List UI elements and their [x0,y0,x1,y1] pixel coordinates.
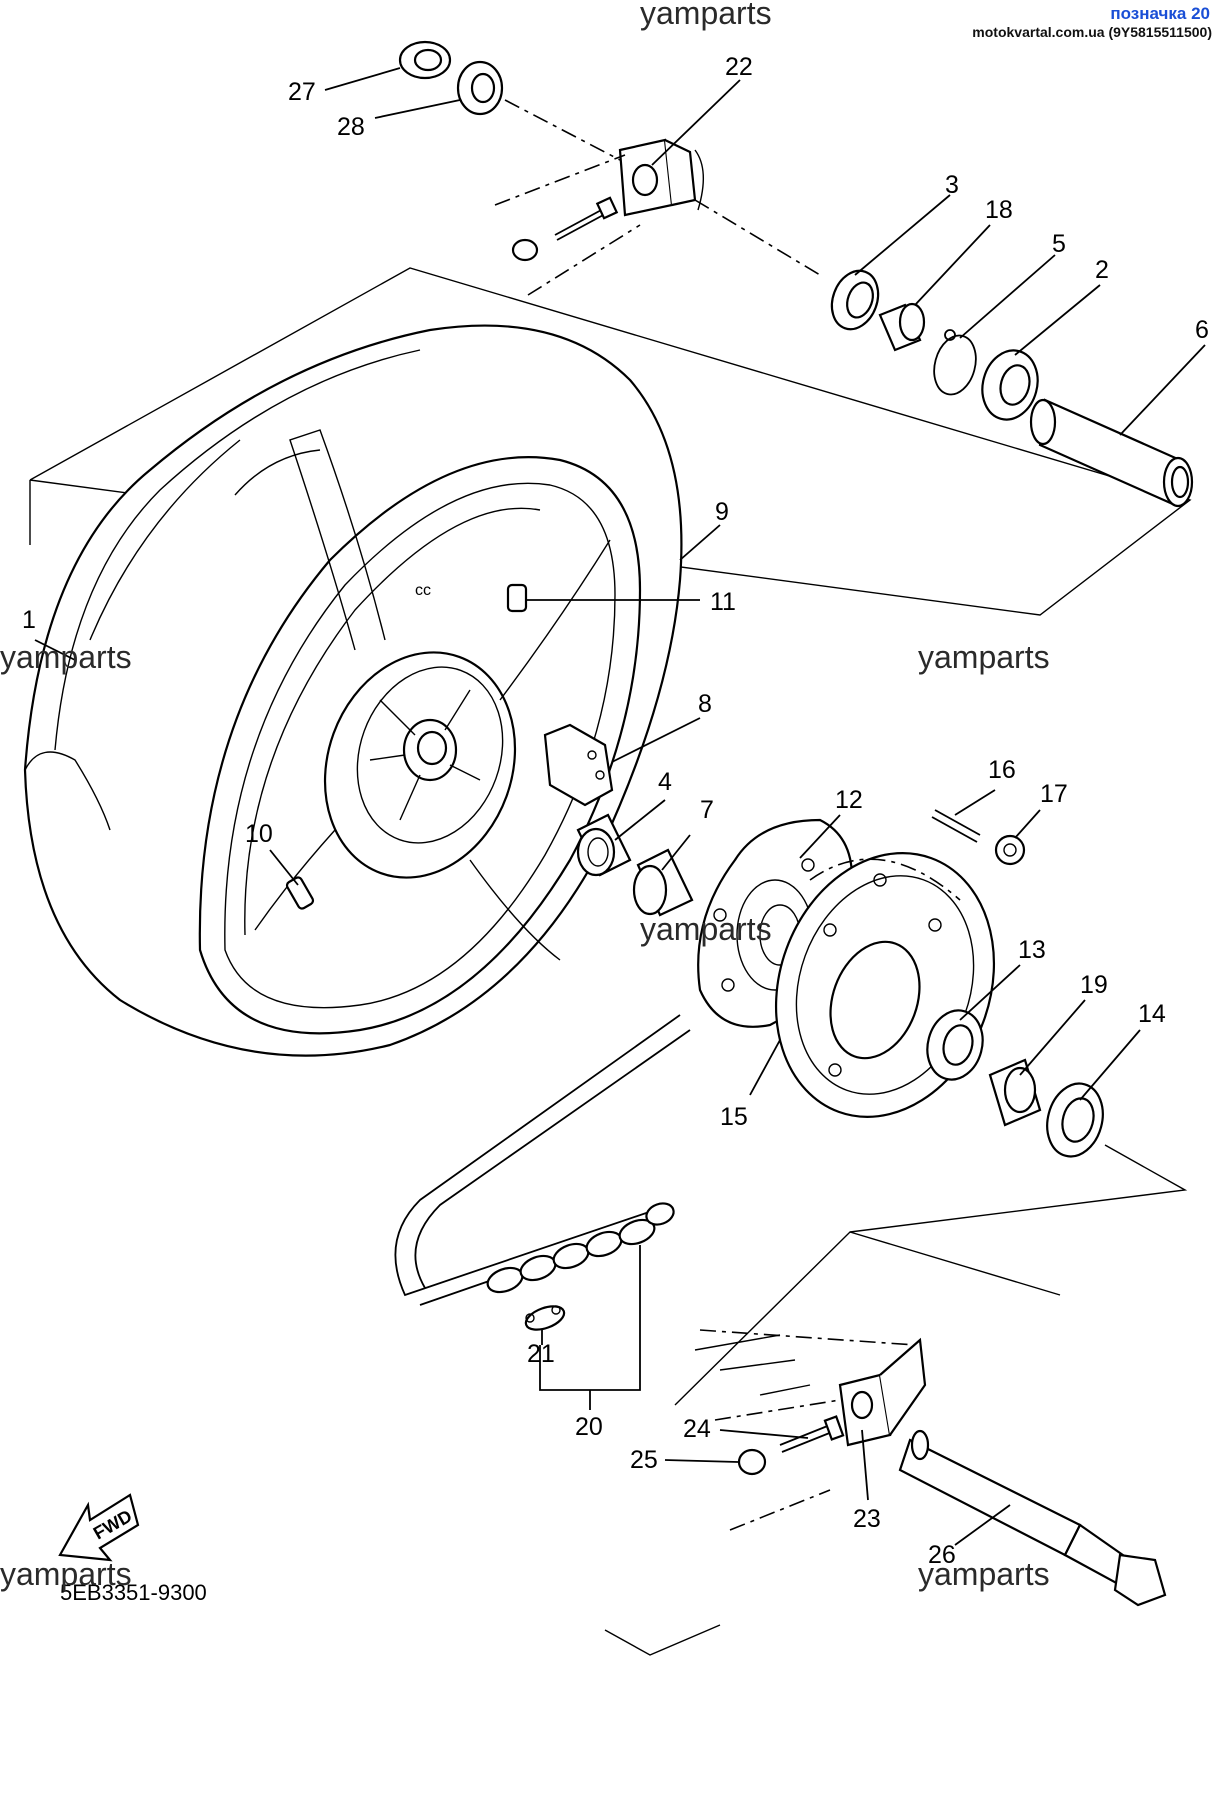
callout-13: 13 [1018,936,1046,964]
chain-joint-21 [524,1305,566,1331]
wheel-tire-1: cc [23,324,683,1057]
bearing-13 [926,1009,984,1081]
callout-22: 22 [725,53,753,81]
oil-seal-3 [830,269,880,331]
circlip-5 [933,329,977,396]
callout-2: 2 [1095,256,1109,284]
watermark-bottom-left: yamparts [0,1556,132,1592]
bearing-4 [576,813,632,877]
spacer-6 [1029,398,1194,508]
nut-27 [398,40,452,80]
callout-17: 17 [1040,780,1068,808]
callout-15: 15 [720,1103,748,1131]
header-title: позначка 20 [1110,4,1210,23]
callout-1: 1 [22,606,36,634]
callout-3: 3 [945,171,959,199]
adjust-bolt [554,196,619,241]
drive-chain-20 [394,1014,691,1306]
callout-9: 9 [715,498,729,526]
callout-26: 26 [928,1541,956,1569]
adjuster-block-22 [618,138,705,217]
callout-20: 20 [575,1413,603,1441]
washer-28 [456,60,504,116]
collar-7 [632,848,694,917]
chain-links [486,1202,675,1294]
callout-21: 21 [527,1340,555,1368]
watermark-right: yamparts [918,639,1050,675]
bearing-2 [981,349,1039,421]
callout-numbers: 1 2 3 4 5 6 7 8 9 10 11 12 13 14 15 16 1… [22,53,1209,1569]
callout-6: 6 [1195,316,1209,344]
adjuster-block-23 [838,1337,927,1447]
callout-10: 10 [245,820,273,848]
nut-25 [737,1448,767,1476]
callout-14: 14 [1138,1000,1166,1028]
callout-16: 16 [988,756,1016,784]
collar-19 [988,1058,1042,1127]
callout-25: 25 [630,1446,658,1474]
watermark-left: yamparts [0,639,132,675]
watermark-top: yamparts [640,0,772,31]
header-site: motokvartal.com.ua (9Y5815511500) [972,24,1212,40]
callout-23: 23 [853,1505,881,1533]
callout-11: 11 [710,588,736,616]
leader-lines [34,67,1206,1546]
callout-27: 27 [288,78,316,106]
oil-seal-14 [1046,1082,1104,1158]
watermark-bottom-right: yamparts [918,1556,1050,1592]
callout-8: 8 [698,690,712,718]
spacer-18 [878,302,926,352]
callout-7: 7 [700,796,714,824]
adjust-nut [511,238,539,262]
diagram-code: 5EB3351-9300 [60,1580,207,1605]
watermark-center: yamparts [640,911,772,947]
callout-4: 4 [658,768,672,796]
callout-28: 28 [337,113,365,141]
watermarks: yamparts yamparts yamparts yamparts yamp… [0,0,1050,1592]
bolt-16 [931,809,981,843]
callout-19: 19 [1080,971,1108,999]
callout-24: 24 [683,1415,711,1443]
damper-8 [543,723,614,807]
callout-12: 12 [835,786,863,814]
nut-17 [994,834,1026,866]
adjust-bolt-24 [779,1415,845,1453]
fwd-arrow-icon: FWD [58,1493,140,1562]
callout-18: 18 [985,196,1013,224]
callout-5: 5 [1052,230,1066,258]
axle-26 [898,1429,1167,1607]
svg-text:cc: cc [415,582,431,599]
